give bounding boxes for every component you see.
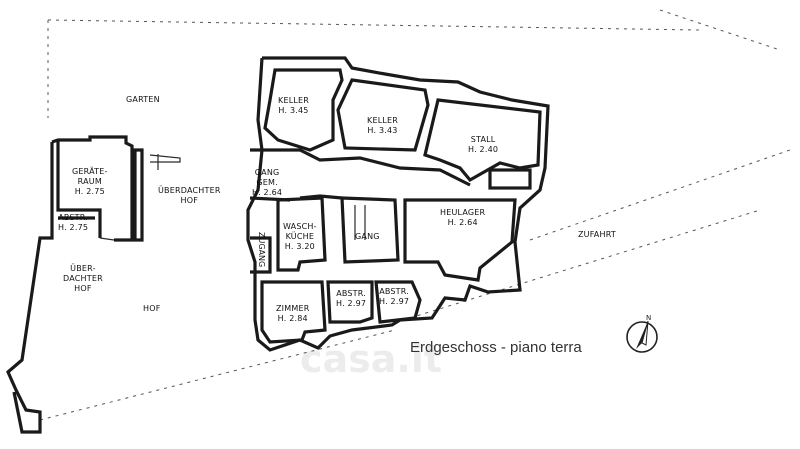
north-letter: N [646, 314, 652, 322]
abstr-mid-height: H. 2.97 [336, 299, 367, 308]
abstr-mid-name: ABSTR. [336, 289, 366, 298]
ueberdachter-hof-top-name-2: HOF [180, 196, 199, 205]
keller2-name: KELLER [367, 116, 399, 125]
heulager-name: HEULAGER [440, 208, 486, 217]
plan-caption: Erdgeschoss - piano terra [410, 339, 582, 356]
label-hof: HOF [143, 304, 161, 313]
covered-yard-rail [149, 154, 181, 170]
geraeteraum-name-1: GERÄTE- [72, 167, 108, 176]
keller2-walls [336, 78, 430, 152]
label-geraeteraum: GERÄTE- RAUM H. 2.75 [72, 167, 108, 197]
label-ueberdachter-hof-left: ÜBER- DACHTER HOF [63, 264, 103, 294]
site-boundary-bottom [39, 329, 396, 421]
covered-yard-pillar [133, 148, 144, 242]
label-gang-gem: GANG GEM. H. 2.64 [252, 168, 282, 198]
gang-stair [354, 205, 366, 240]
gang-gem-name-1: GANG [254, 168, 280, 177]
heulager-height: H. 2.64 [447, 218, 478, 227]
keller1-walls [263, 68, 344, 152]
zimmer-name: ZIMMER [276, 304, 310, 313]
label-zugang: ZUGANG [257, 232, 266, 268]
ueberdachter-hof-left-name-1: ÜBER- [70, 264, 96, 273]
gang-gem-name-2: GEM. [256, 178, 278, 187]
abstr-left-name: ABSTR. [58, 213, 88, 222]
zimmer-height: H. 2.84 [277, 314, 308, 323]
site-boundary-driveway [409, 149, 791, 319]
ueberdachter-hof-left-name-2: DACHTER [63, 274, 103, 283]
geraeteraum-name-2: RAUM [77, 177, 102, 186]
site-boundary-top [47, 9, 781, 118]
label-gang: GANG [355, 232, 380, 241]
label-ueberdachter-hof-top: ÜBERDACHTER HOF [158, 186, 221, 206]
waschkueche-height: H. 3.20 [284, 242, 315, 251]
stall-trough [488, 168, 532, 190]
heulager-walls [403, 198, 517, 282]
label-waschkueche: WASCH- KÜCHE H. 3.20 [283, 222, 317, 252]
zimmer-walls [260, 280, 327, 344]
label-abstr-mid: ABSTR. H. 2.97 [336, 289, 366, 309]
ueberdachter-hof-left-name-3: HOF [74, 284, 92, 293]
abstr-right-walls [374, 280, 422, 324]
label-garten: GARTEN [126, 95, 160, 104]
left-wing-outline [6, 142, 54, 434]
stall-name: STALL [470, 135, 496, 144]
north-arrow-icon: N [622, 314, 662, 360]
geraeteraum-height: H. 2.75 [74, 187, 105, 196]
ueberdachter-hof-top-name-1: ÜBERDACHTER [158, 186, 221, 195]
watermark: casa.it [300, 337, 443, 381]
label-keller-1: KELLER H. 3.45 [278, 96, 309, 116]
label-heulager: HEULAGER H. 2.64 [440, 208, 485, 228]
abstr-left-height: H. 2.75 [58, 223, 89, 232]
central-building-outline [246, 56, 550, 352]
label-stall: STALL H. 2.40 [468, 135, 498, 155]
keller1-height: H. 3.45 [278, 106, 309, 115]
gang-gem-height: H. 2.64 [252, 188, 283, 197]
label-abstr-left: ABSTR. H. 2.75 [58, 213, 88, 233]
gang-walls [340, 196, 400, 264]
zugang-walls [250, 236, 272, 274]
left-wing-inner [99, 237, 115, 241]
abstr-right-name: ABSTR. [379, 287, 409, 296]
keller1-name: KELLER [278, 96, 310, 105]
stall-walls [423, 98, 542, 183]
waschkueche-name-1: WASCH- [283, 222, 317, 231]
geraeteraum-walls [51, 135, 134, 242]
abstr-mid-walls [326, 280, 374, 324]
waschkueche-name-2: KÜCHE [285, 232, 315, 241]
stall-height: H. 2.40 [468, 145, 499, 154]
keller2-height: H. 3.43 [367, 126, 398, 135]
label-zufahrt: ZUFAHRT [578, 230, 616, 239]
label-abstr-right: ABSTR. H. 2.97 [379, 287, 409, 307]
waschkueche-walls [276, 196, 327, 272]
abstr-right-height: H. 2.97 [379, 297, 410, 306]
label-keller-2: KELLER H. 3.43 [367, 116, 398, 136]
label-zimmer: ZIMMER H. 2.84 [276, 304, 309, 324]
